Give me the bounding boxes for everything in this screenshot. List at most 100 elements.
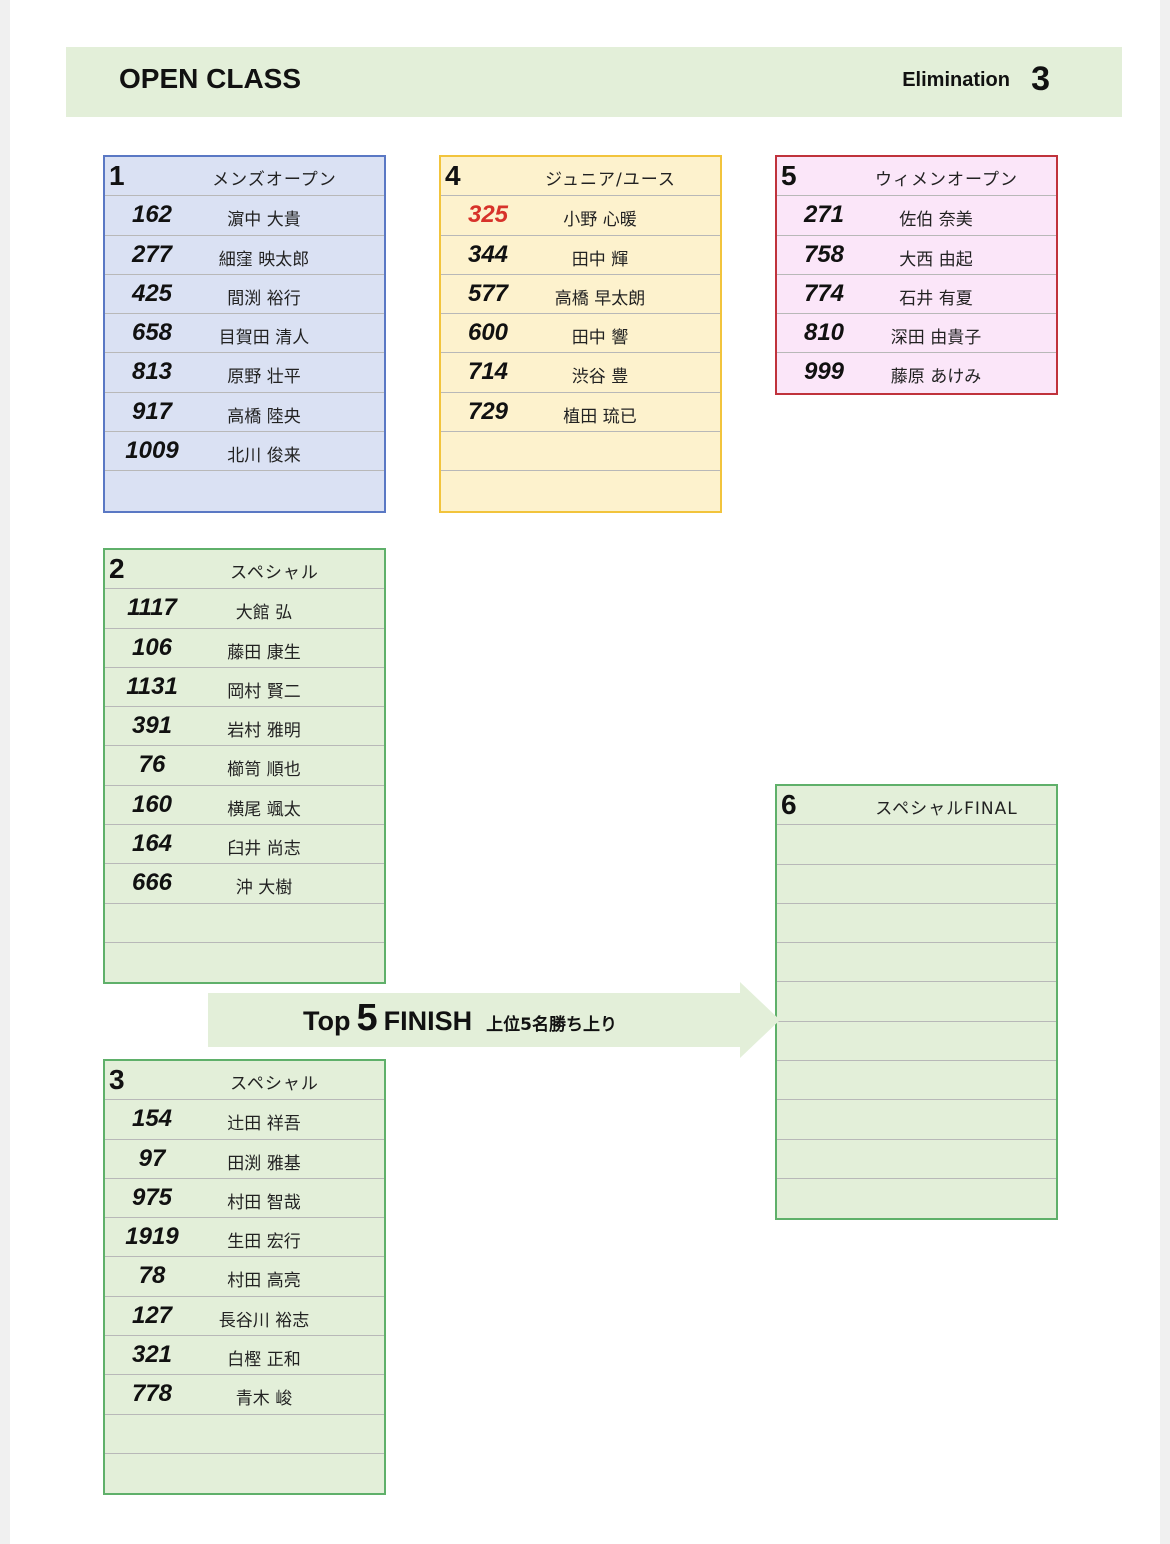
bib-number: 271: [803, 201, 845, 229]
elimination-number: 3: [1031, 60, 1050, 98]
bib-number: 810: [803, 319, 845, 347]
rider-name: 原野 壮平: [227, 367, 301, 388]
group-name: スペシャル: [230, 1074, 319, 1094]
bib-number: 758: [803, 240, 845, 268]
group-header: 6 スペシャルFINAL: [777, 786, 1056, 826]
bib-number: 729: [467, 397, 509, 425]
entry-row: 917 高橋 陸央: [105, 393, 384, 433]
entry-row: [441, 471, 720, 510]
rider-name: 植田 琉已: [563, 406, 637, 427]
bib-number: 999: [803, 358, 845, 386]
bib-number: 1131: [126, 672, 178, 700]
rider-name: 横尾 颯太: [227, 799, 301, 820]
group-number: 2: [109, 553, 125, 584]
entry-row: [777, 865, 1056, 904]
bib-number: 162: [131, 201, 173, 229]
group-header: 2 スペシャル: [105, 550, 384, 590]
entry-row: 577 高橋 早太朗: [441, 275, 720, 315]
rider-name: 藤田 康生: [227, 642, 301, 663]
bib-number: 714: [467, 358, 509, 386]
entry-row: 344 田中 輝: [441, 236, 720, 275]
group-name: ウィメンオープン: [875, 170, 1018, 190]
bib-number: 277: [131, 240, 173, 268]
bib-number: 917: [131, 397, 173, 425]
rider-name: 村田 高亮: [227, 1271, 301, 1292]
rider-name: 白樫 正和: [227, 1350, 301, 1371]
group-name: ジュニア/ユース: [545, 170, 676, 190]
bib-number: 106: [131, 633, 173, 661]
rider-name: 佐伯 奈美: [899, 210, 973, 231]
advance-note: 上位5名勝ち上り: [486, 1015, 617, 1035]
entry-row: [777, 982, 1056, 1022]
entry-row: [777, 1022, 1056, 1062]
advance-count: 5: [356, 997, 378, 1039]
entry-row: 162 濵中 大貴: [105, 196, 384, 236]
group-number: 5: [781, 160, 797, 191]
entry-row: [105, 1454, 384, 1493]
entry-row: [777, 1061, 1056, 1101]
bib-number: 975: [131, 1183, 173, 1211]
group-6-special-final: 6 スペシャルFINAL: [775, 784, 1058, 1221]
entry-row: [105, 904, 384, 943]
rider-name: 岡村 賢二: [227, 681, 301, 702]
group-number: 4: [445, 160, 461, 191]
rider-name: 小野 心暖: [563, 210, 637, 231]
entry-row: 600 田中 響: [441, 314, 720, 354]
bib-number: 97: [138, 1144, 166, 1172]
rider-name: 大館 弘: [235, 603, 293, 624]
bib-number: 577: [467, 279, 509, 307]
entry-row: [777, 904, 1056, 944]
entry-row: 271 佐伯 奈美: [777, 196, 1056, 236]
advance-suffix: FINISH: [383, 1006, 473, 1036]
entry-row: 729 植田 琉已: [441, 393, 720, 433]
rider-name: 高橋 早太朗: [554, 288, 646, 309]
rider-name: 濵中 大貴: [227, 210, 301, 231]
entry-row: [777, 1140, 1056, 1179]
rider-name: 岩村 雅明: [227, 721, 301, 742]
entry-row: 999 藤原 あけみ: [777, 353, 1056, 392]
rider-name: 青木 峻: [235, 1389, 293, 1410]
entry-row: [105, 471, 384, 510]
group-name: スペシャル: [230, 563, 319, 583]
rider-name: 田中 輝: [571, 249, 629, 270]
bib-number: 600: [467, 319, 509, 347]
rider-name: 櫛笥 順也: [227, 760, 301, 781]
rider-name: 田中 響: [571, 328, 629, 349]
bib-number: 425: [131, 279, 173, 307]
bib-number: 1919: [125, 1223, 179, 1251]
bib-number: 344: [467, 240, 509, 268]
group-header: 4 ジュニア/ユース: [441, 157, 720, 197]
group-number: 6: [781, 789, 797, 820]
entry-row: [777, 1100, 1056, 1140]
rider-name: 目賀田 清人: [218, 328, 310, 349]
rider-name: 長谷川 裕志: [218, 1310, 310, 1331]
rider-name: 高橋 陸央: [227, 406, 301, 427]
group-header: 5 ウィメンオープン: [777, 157, 1056, 197]
entry-row: [105, 1415, 384, 1454]
rider-name: 臼井 尚志: [227, 839, 301, 860]
group-name: スペシャルFINAL: [875, 799, 1018, 819]
rider-name: 藤原 あけみ: [890, 367, 982, 388]
